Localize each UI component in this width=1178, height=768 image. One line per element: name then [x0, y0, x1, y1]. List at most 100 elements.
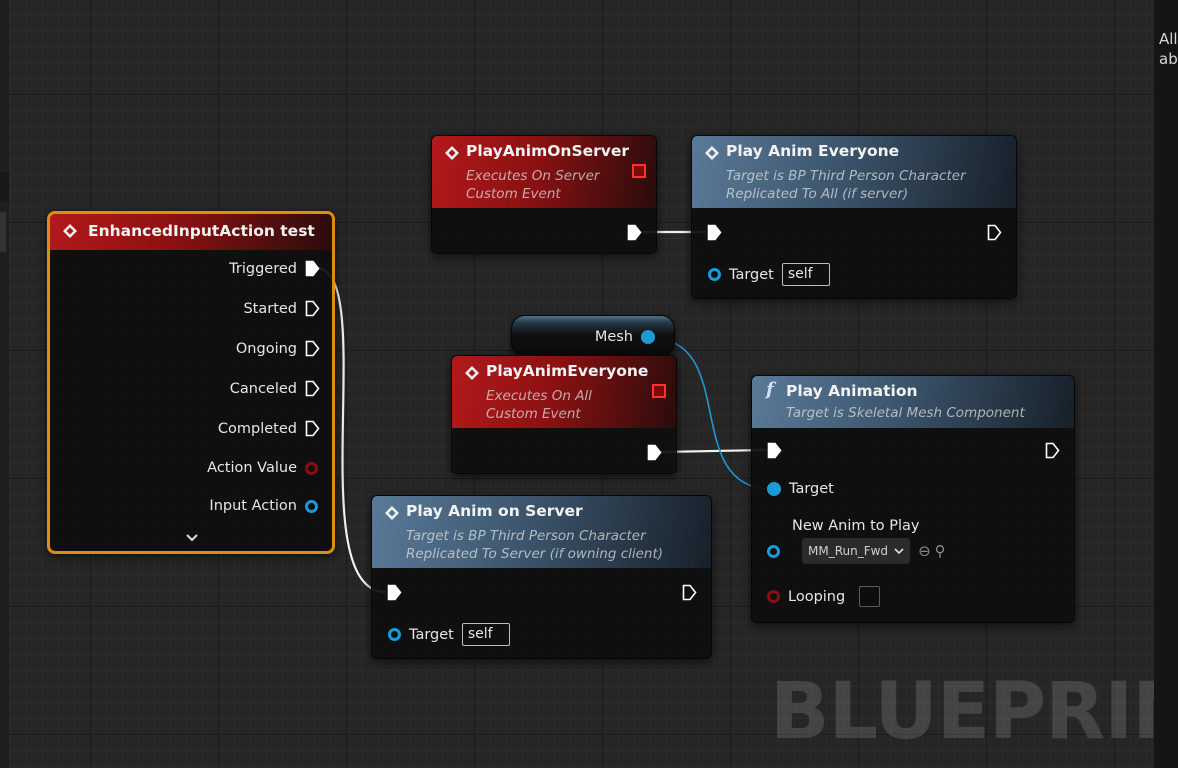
data-pin-icon[interactable] [767, 544, 780, 558]
data-pin-icon[interactable] [767, 482, 781, 496]
exec-pin-icon[interactable] [707, 224, 722, 241]
target-self-field[interactable]: self [461, 623, 510, 646]
enhanced-input-action-node[interactable]: EnhancedInputAction test Triggered Start… [47, 211, 335, 554]
exec-pin-icon[interactable] [647, 444, 662, 461]
pin-ongoing[interactable]: Ongoing [236, 340, 320, 357]
exec-pin-icon[interactable] [305, 420, 320, 437]
exec-pin-icon[interactable] [305, 340, 320, 357]
pin-started[interactable]: Started [243, 300, 320, 317]
exec-pin-icon[interactable] [305, 260, 320, 277]
pin-label: Started [243, 300, 297, 317]
chevron-down-icon[interactable] [186, 534, 198, 542]
pin-exec-out[interactable] [627, 224, 642, 241]
pin-target[interactable]: Target [767, 481, 834, 497]
node-header: EnhancedInputAction test [50, 214, 332, 250]
node-title: EnhancedInputAction test [88, 222, 315, 240]
pin-new-anim-label: New Anim to Play [792, 518, 920, 534]
subtitle-line-1: Target is BP Third Person Character [726, 168, 966, 184]
use-selected-icon[interactable]: ⊖ [918, 542, 931, 560]
subtitle-line-2: Custom Event [466, 186, 561, 202]
node-header: Play Anim Everyone Target is BP Third Pe… [692, 136, 1016, 208]
panel-text-line-2: ab [1159, 50, 1178, 68]
anim-asset-dropdown[interactable]: MM_Run_Fwd [802, 538, 911, 564]
data-pin-icon[interactable] [388, 628, 401, 641]
pin-label: Target [729, 266, 774, 283]
mesh-variable-node[interactable]: Mesh [511, 315, 675, 357]
pin-exec-in[interactable] [707, 224, 722, 241]
node-subtitle: Target is Skeletal Mesh Component [786, 404, 1025, 422]
data-pin-icon[interactable] [708, 268, 721, 281]
subtitle-line-1: Target is BP Third Person Character [406, 528, 646, 544]
data-pin-icon[interactable] [305, 499, 318, 513]
data-pin-icon[interactable] [305, 461, 318, 475]
exec-pin-icon[interactable] [1045, 442, 1060, 459]
exec-pin-icon[interactable] [627, 224, 642, 241]
chevron-down-icon [894, 547, 904, 554]
pin-canceled[interactable]: Canceled [230, 380, 320, 397]
exec-pin-icon[interactable] [767, 442, 782, 459]
node-title: Play Animation [786, 382, 918, 400]
exec-pin-icon[interactable] [387, 584, 402, 601]
pin-exec-out[interactable] [987, 224, 1002, 241]
pin-label: New Anim to Play [792, 518, 920, 534]
pin-exec-out[interactable] [647, 444, 662, 461]
node-title: Play Anim Everyone [726, 142, 900, 160]
blueprint-watermark: BLUEPRINT [770, 667, 1178, 757]
play-anim-on-server-call-node[interactable]: Play Anim on Server Target is BP Third P… [371, 495, 712, 659]
panel-text-line-1: All [1159, 30, 1178, 48]
pin-label: Action Value [207, 460, 297, 476]
pin-label: Triggered [229, 260, 297, 277]
pin-exec-out[interactable] [682, 584, 697, 601]
pin-looping[interactable]: Looping [767, 586, 881, 607]
exec-pin-icon[interactable] [305, 380, 320, 397]
left-edge [0, 0, 9, 768]
node-header: Play Anim on Server Target is BP Third P… [372, 496, 711, 568]
pin-action-value[interactable]: Action Value [207, 460, 318, 476]
pin-exec-in[interactable] [767, 442, 782, 459]
data-pin-icon[interactable] [641, 330, 655, 344]
pin-exec-out[interactable] [1045, 442, 1060, 459]
play-anim-everyone-call-node[interactable]: Play Anim Everyone Target is BP Third Pe… [691, 135, 1017, 299]
exec-pin-icon[interactable] [682, 584, 697, 601]
exec-pin-icon[interactable] [305, 300, 320, 317]
pin-input-action[interactable]: Input Action [209, 498, 318, 514]
exec-pin-icon[interactable] [987, 224, 1002, 241]
pin-label: Looping [788, 588, 846, 605]
subtitle-line-2: Custom Event [486, 406, 581, 422]
pin-label: Canceled [229, 380, 297, 397]
pin-label: Mesh [594, 329, 633, 345]
pin-new-anim[interactable]: MM_Run_Fwd ⊖⚲ [767, 538, 946, 564]
function-icon: f [766, 379, 774, 400]
node-title: PlayAnimOnServer [466, 142, 630, 160]
subtitle-line-1: Executes On Server [466, 168, 600, 184]
event-diamond-icon [385, 506, 399, 520]
subtitle-line-1: Executes On All [486, 388, 592, 404]
replicated-marker-icon [632, 164, 646, 178]
subtitle-line-2: Replicated To Server (if owning client) [406, 546, 664, 562]
pin-label: Target [789, 481, 834, 497]
pin-exec-in[interactable] [387, 584, 402, 601]
anim-asset-value: MM_Run_Fwd [808, 544, 889, 558]
details-panel-edge: All ab [1154, 0, 1178, 768]
pin-label: Target [409, 626, 454, 643]
browse-search-icon[interactable]: ⚲ [934, 542, 946, 560]
pin-label: Completed [217, 420, 297, 437]
pin-target[interactable]: Target self [388, 623, 510, 646]
pin-mesh-out[interactable]: Mesh [595, 329, 655, 345]
looping-checkbox[interactable] [859, 586, 881, 607]
pin-target[interactable]: Target self [708, 263, 830, 286]
pin-completed[interactable]: Completed [218, 420, 320, 437]
node-title: PlayAnimEveryone [486, 362, 649, 380]
event-diamond-icon [465, 366, 479, 380]
pin-label: Ongoing [235, 340, 297, 357]
pin-triggered[interactable]: Triggered [229, 260, 320, 277]
target-self-field[interactable]: self [781, 263, 830, 286]
data-pin-icon[interactable] [767, 590, 780, 603]
play-animation-node[interactable]: f Play Animation Target is Skeletal Mesh… [751, 375, 1075, 623]
